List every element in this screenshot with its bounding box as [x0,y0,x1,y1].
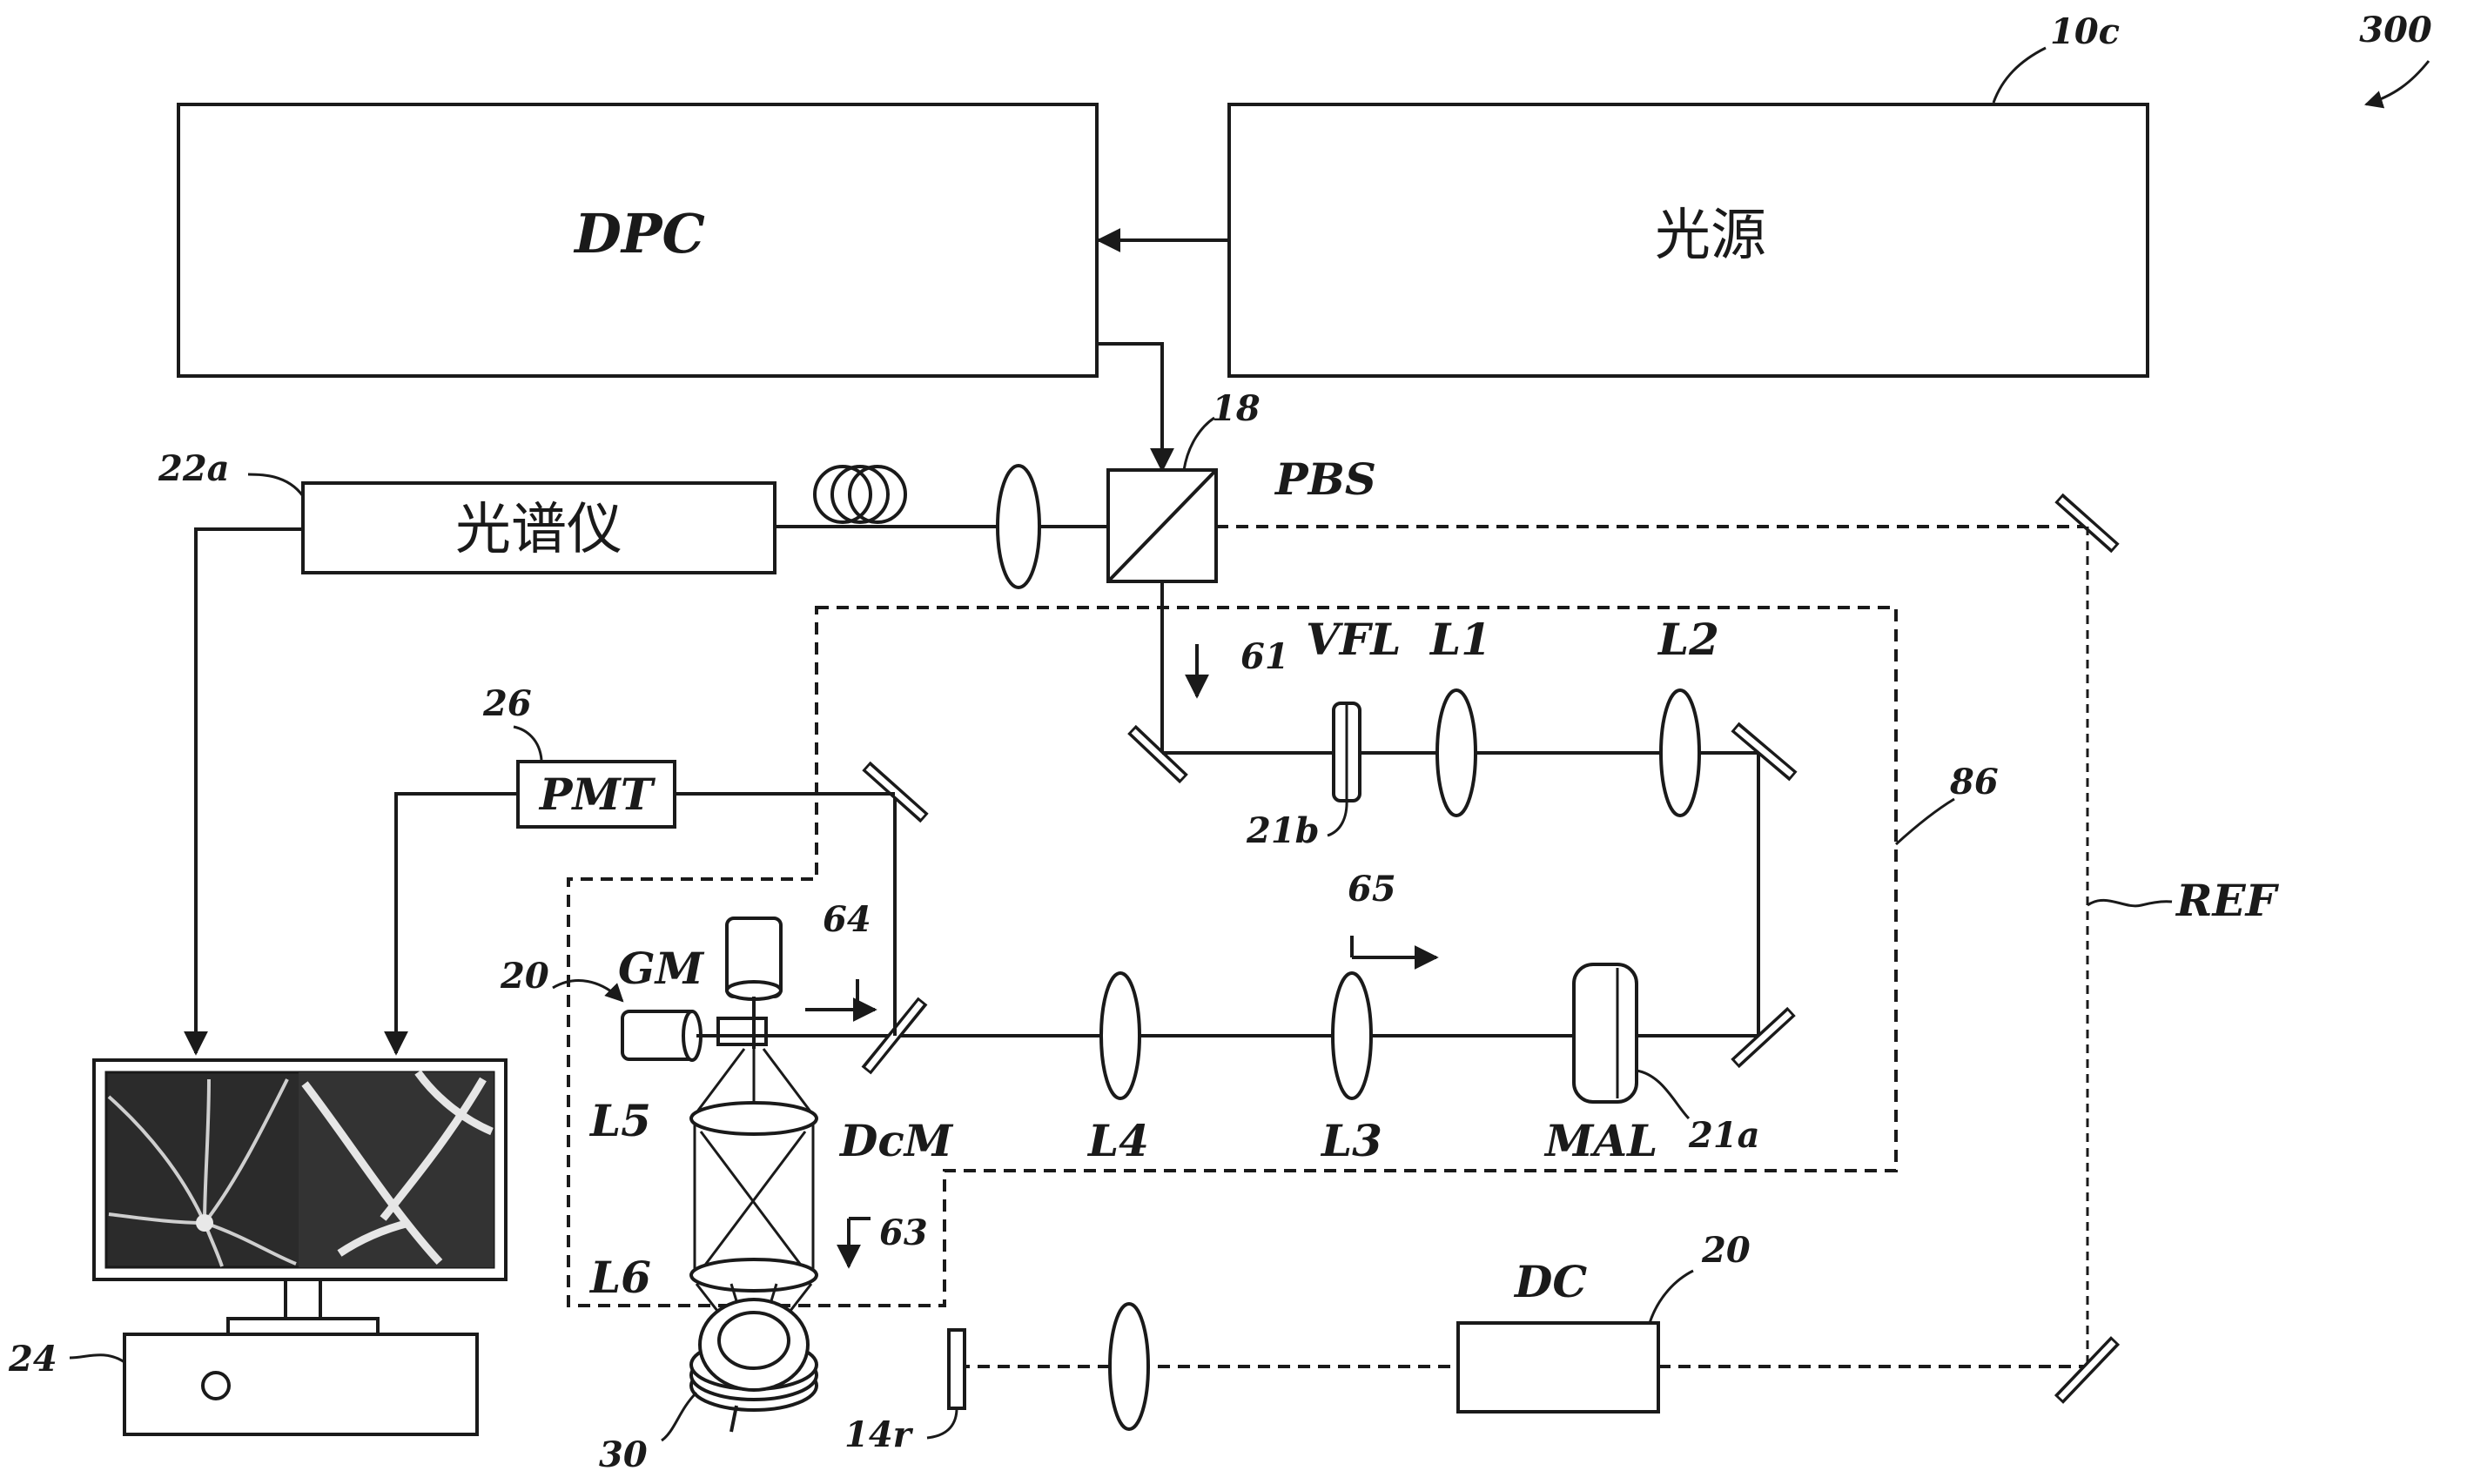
relay-ray-cross-2 [699,1131,807,1272]
fiber-loop-2 [830,465,890,524]
monitor-foot [226,1317,380,1336]
pmt-ref: 26 [482,683,532,724]
light-source-box [1227,103,2149,378]
ref-label: REF [2175,875,2280,926]
pbs-ref-leader [1182,416,1215,471]
dc-label: DC [1513,1256,1587,1307]
reference-mirror [947,1328,966,1410]
computer-ref-leader [69,1353,125,1364]
ref-label-leader [2087,898,2173,908]
reference-mirror-ref: 14r [844,1414,914,1455]
fundus-vessels-left [107,1078,297,1267]
beam-65-label: 65 [1348,869,1396,910]
fold-mirror-3-inner [1734,1011,1792,1064]
eye-lens [717,1311,790,1370]
dpc-box [177,103,1099,378]
computer-ref: 24 [8,1339,57,1380]
gm-mirror-body [716,1017,768,1046]
spectrometer-to-monitor-line [184,527,303,1056]
figure-number-arrow [2363,60,2430,109]
mal-label: MAL [1543,1115,1657,1166]
eye-optic-nerve [729,1405,738,1433]
mal-element [1572,963,1638,1104]
monitor-stand [284,1278,322,1320]
lens-l6 [689,1258,818,1293]
dcm-label: DcM [838,1115,954,1166]
beam-64-label: 64 [823,899,871,940]
mal-ref: 21a [1688,1115,1760,1156]
spectrometer-label: 光谱仪 [455,498,622,562]
eye-ref: 30 [599,1434,648,1475]
dc-box [1456,1321,1660,1413]
lens-l3-label: L3 [1320,1115,1382,1166]
fundus-vessels-right [301,1070,494,1266]
fold-mirror-1-inner [1131,729,1185,780]
lens-l5-label: L5 [588,1095,651,1146]
beam-61-label: 61 [1240,636,1289,677]
gm-ref-arrow [552,979,624,1003]
computer-power-button [201,1371,231,1400]
fold-mirror-2-inner [1734,726,1794,777]
light-source-label: 光源 [1655,204,1766,268]
gm-ref: 20 [500,956,549,997]
computer-base [123,1333,479,1436]
lens-l6-label: L6 [588,1252,651,1303]
dpc-to-pbs-line [1097,342,1174,473]
spectrometer-lens [996,464,1041,589]
pbs-label: PBS [1274,453,1376,505]
pmt-ref-leader [513,725,543,761]
beam-63-label: 63 [879,1212,928,1253]
light-source-ref-leader [1992,46,2047,104]
ref-bottom-mirror-inner [2058,1340,2116,1400]
monitor-screen-right [299,1072,494,1267]
gm-label: GM [618,943,705,994]
fiber-loop-3 [848,465,907,524]
enclosure-ref: 86 [1949,762,1999,802]
spectrometer-ref: 22a [158,448,230,489]
mal-ref-leader [1636,1069,1691,1120]
dpc-label: DPC [573,202,705,265]
enclosure-86 [567,606,1898,1307]
pmt-to-monitor-line [384,792,518,1056]
lens-l2 [1659,688,1701,817]
lens-l5 [689,1101,818,1136]
light-source-ref: 10c [2050,11,2120,52]
vfl-ref-leader [1327,798,1348,837]
lens-l1-label: L1 [1429,614,1491,665]
vfl-label: VFL [1306,614,1401,665]
lens-l4-label: L4 [1086,1115,1149,1166]
lens-l3 [1331,971,1373,1100]
pmt-mirror-inner [865,765,925,819]
enclosure-ref-leader [1894,797,1955,846]
pmt-box [516,760,676,829]
fiber-loop-1 [813,465,872,524]
pbs-diagonal [1106,468,1218,583]
lens-l2-label: L2 [1657,614,1719,665]
ref-top-mirror-inner [2058,497,2116,549]
eye-ref-leader [661,1391,698,1442]
figure-number: 300 [2359,10,2432,50]
reference-mirror-ref-leader [926,1409,958,1440]
dc-ref: 20 [1701,1230,1751,1271]
lens-l1 [1435,688,1477,817]
ref-lens [1108,1302,1150,1431]
fundus-optic-disc [196,1214,213,1232]
pbs-ref: 18 [1212,388,1261,429]
vfl-ref: 21b [1246,810,1320,851]
spectrometer-ref-leader [247,473,305,497]
dc-ref-leader [1648,1269,1694,1324]
pmt-label: PMT [538,769,656,820]
lens-l4 [1099,971,1141,1100]
